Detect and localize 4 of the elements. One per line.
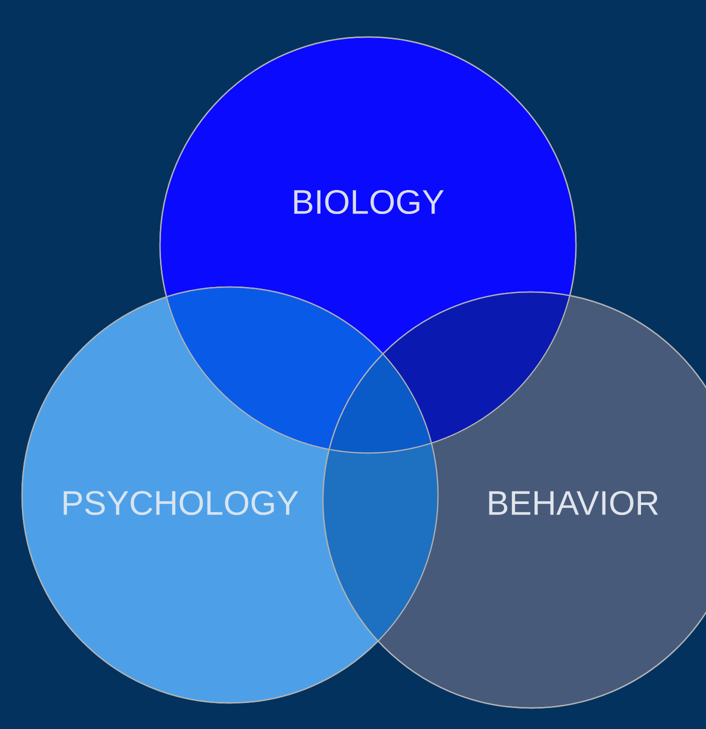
circle-label: PSYCHOLOGY [64,490,298,516]
circle-label: BIOLOGY [294,190,444,214]
circle-label: BEHAVIOR [489,490,658,516]
venn-circle [322,291,706,709]
